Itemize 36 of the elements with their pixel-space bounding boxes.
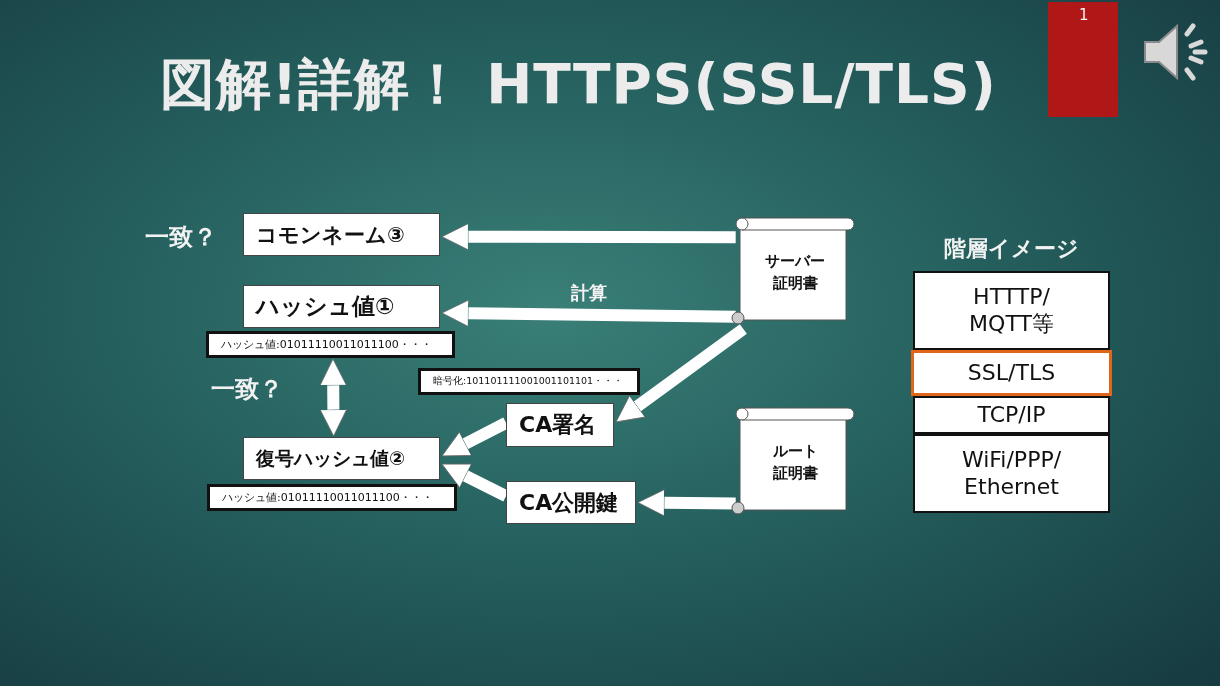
block-arrow	[319, 358, 347, 437]
protocol-layer	[913, 396, 1110, 434]
block-arrow	[441, 299, 736, 327]
slide-title: 図解!詳解！ HTTPS(SSL/TLS)	[160, 51, 997, 118]
protocol-layer	[913, 434, 1110, 513]
data-box	[418, 368, 640, 395]
term-box	[243, 213, 440, 256]
node-label: サーバー証明書	[764, 250, 826, 294]
term-box	[506, 481, 636, 524]
node-label: CA署名	[519, 411, 597, 439]
node-label: TCP/IP	[977, 401, 1046, 429]
node-label: 復号ハッシュ値②	[256, 445, 406, 471]
term-box	[243, 437, 440, 480]
protocol-layer	[913, 271, 1110, 350]
node-label: ハッシュ値①	[256, 292, 395, 321]
data-box	[207, 484, 457, 511]
layer-heading: 階層イメージ	[943, 235, 1080, 263]
block-arrow	[441, 223, 736, 251]
data-value: ハッシュ値:01011110011011100・・・	[221, 337, 432, 352]
term-box	[506, 403, 614, 447]
node-label: WiFi/PPP/Ethernet	[960, 447, 1063, 500]
data-value: ハッシュ値:01011110011011100・・・	[222, 490, 433, 505]
block-arrow	[637, 489, 736, 517]
node-label: コモンネーム③	[256, 221, 405, 249]
edge-label: 計算	[570, 280, 607, 305]
protocol-layer	[911, 350, 1112, 396]
data-value: 暗号化:101101111001001101101・・・	[433, 375, 624, 388]
term-box	[243, 285, 440, 328]
node-label: SSL/TLS	[967, 359, 1056, 387]
match-question: 一致？	[145, 222, 217, 253]
node-label: CA公開鍵	[519, 488, 619, 517]
slide-number: 1	[1079, 6, 1089, 24]
node-label: HTTTP/MQTT等	[968, 284, 1055, 337]
data-box	[206, 331, 455, 358]
match-question: 一致？	[211, 374, 283, 405]
node-label: ルート証明書	[771, 440, 819, 484]
